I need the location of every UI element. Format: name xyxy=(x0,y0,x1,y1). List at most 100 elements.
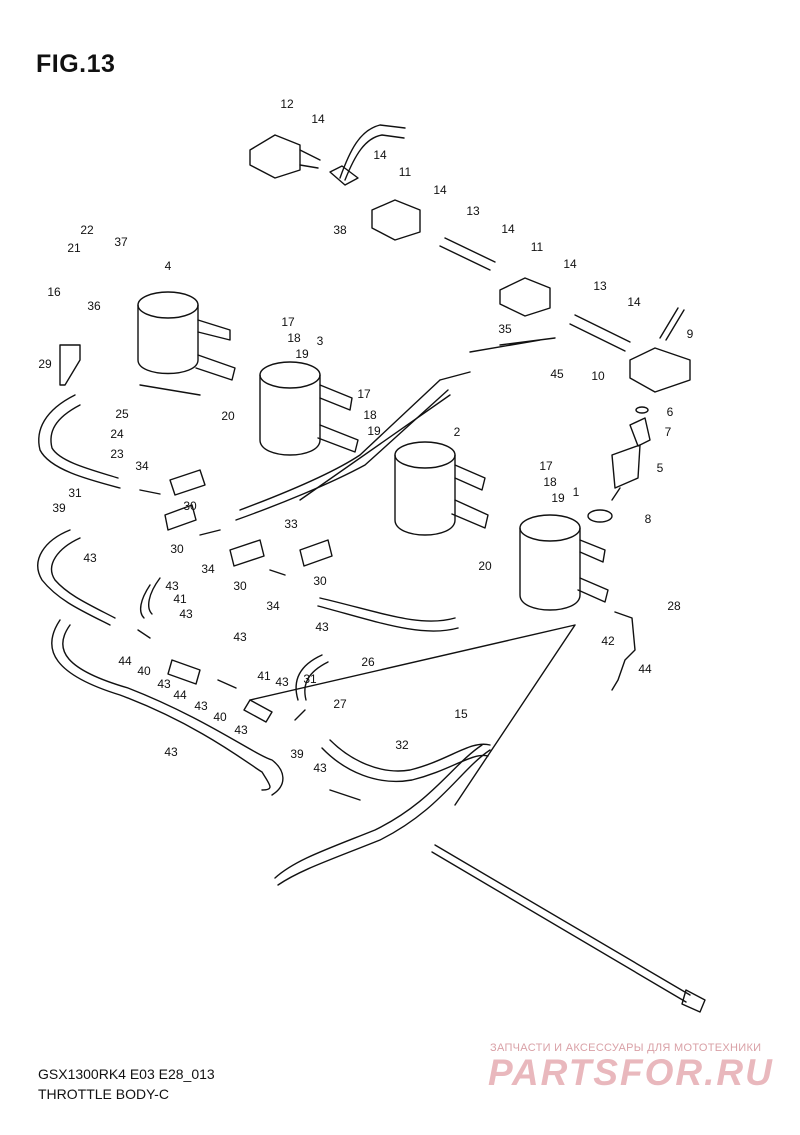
callout-21: 21 xyxy=(67,241,81,255)
callout-39: 39 xyxy=(52,501,66,515)
fuel-pipe-assembly xyxy=(249,124,691,393)
callout-20: 20 xyxy=(221,409,235,423)
callout-42: 42 xyxy=(601,634,615,648)
callout-7: 7 xyxy=(665,425,672,439)
callout-27: 27 xyxy=(333,697,347,711)
callout-24: 24 xyxy=(110,427,124,441)
callout-30: 30 xyxy=(313,574,327,588)
callout-6: 6 xyxy=(667,405,674,419)
callout-39: 39 xyxy=(290,747,304,761)
linkage-rod xyxy=(299,337,556,501)
callout-43: 43 xyxy=(315,620,329,634)
watermark-brand: PARTSFOR.RU xyxy=(488,1052,774,1093)
callout-31: 31 xyxy=(303,672,317,686)
callout-43: 43 xyxy=(165,579,179,593)
bracket-29 xyxy=(59,344,81,386)
figure-title: FIG.13 xyxy=(36,50,116,78)
callout-43: 43 xyxy=(194,699,208,713)
callout-34: 34 xyxy=(135,459,149,473)
callout-1: 1 xyxy=(573,485,580,499)
callout-18: 18 xyxy=(543,475,557,489)
throttle-body-2 xyxy=(394,441,489,536)
callout-43: 43 xyxy=(275,675,289,689)
callout-12: 12 xyxy=(280,97,294,111)
callout-18: 18 xyxy=(363,408,377,422)
callout-13: 13 xyxy=(593,279,607,293)
callout-19: 19 xyxy=(295,347,309,361)
callout-14: 14 xyxy=(627,295,641,309)
callout-30: 30 xyxy=(170,542,184,556)
callout-19: 19 xyxy=(551,491,565,505)
callout-37: 37 xyxy=(114,235,128,249)
section-name: THROTTLE BODY-C xyxy=(38,1086,169,1102)
callout-34: 34 xyxy=(266,599,280,613)
base-plane-outline xyxy=(249,624,576,806)
injector-parts xyxy=(587,406,651,523)
callout-44: 44 xyxy=(173,688,187,702)
callout-22: 22 xyxy=(80,223,94,237)
callout-10: 10 xyxy=(591,369,605,383)
callout-19: 19 xyxy=(367,424,381,438)
callout-28: 28 xyxy=(667,599,681,613)
callout-9: 9 xyxy=(687,327,694,341)
callout-8: 8 xyxy=(645,512,652,526)
callout-34: 34 xyxy=(201,562,215,576)
callout-31: 31 xyxy=(68,486,82,500)
throttle-body-4 xyxy=(137,291,236,396)
sensor-wire xyxy=(611,611,636,691)
callout-15: 15 xyxy=(454,707,468,721)
callout-43: 43 xyxy=(313,761,327,775)
callout-4: 4 xyxy=(165,259,172,273)
callout-43: 43 xyxy=(164,745,178,759)
callout-40: 40 xyxy=(213,710,227,724)
callout-30: 30 xyxy=(233,579,247,593)
callout-43: 43 xyxy=(233,630,247,644)
callout-17: 17 xyxy=(357,387,371,401)
callout-14: 14 xyxy=(563,257,577,271)
long-bolt xyxy=(431,844,706,1013)
callout-14: 14 xyxy=(373,148,387,162)
vacuum-hoses xyxy=(37,379,491,886)
small-fittings xyxy=(137,469,333,723)
callout-33: 33 xyxy=(284,517,298,531)
watermark-tagline: ЗАПЧАСТИ И АКСЕССУАРЫ ДЛЯ МОТОТЕХНИКИ xyxy=(490,1042,762,1054)
callout-26: 26 xyxy=(361,655,375,669)
callout-18: 18 xyxy=(287,331,301,345)
callout-44: 44 xyxy=(118,654,132,668)
callout-43: 43 xyxy=(157,677,171,691)
callout-38: 38 xyxy=(333,223,347,237)
callout-2: 2 xyxy=(454,425,461,439)
callout-25: 25 xyxy=(115,407,129,421)
callout-17: 17 xyxy=(539,459,553,473)
callout-40: 40 xyxy=(137,664,151,678)
callout-13: 13 xyxy=(466,204,480,218)
callout-30: 30 xyxy=(183,499,197,513)
callout-14: 14 xyxy=(311,112,325,126)
callout-43: 43 xyxy=(83,551,97,565)
model-code: GSX1300RK4 E03 E28_013 xyxy=(38,1066,215,1082)
callout-43: 43 xyxy=(234,723,248,737)
callout-17: 17 xyxy=(281,315,295,329)
callout-14: 14 xyxy=(433,183,447,197)
callout-16: 16 xyxy=(47,285,61,299)
callout-41: 41 xyxy=(173,592,187,606)
callout-44: 44 xyxy=(638,662,652,676)
callout-43: 43 xyxy=(179,607,193,621)
callout-11: 11 xyxy=(399,165,412,179)
callout-11: 11 xyxy=(531,240,544,254)
callout-41: 41 xyxy=(257,669,271,683)
throttle-body-1 xyxy=(519,514,609,611)
callout-29: 29 xyxy=(38,357,52,371)
callout-5: 5 xyxy=(657,461,664,475)
callout-14: 14 xyxy=(501,222,515,236)
callout-45: 45 xyxy=(550,367,564,381)
callout-32: 32 xyxy=(395,738,409,752)
callout-23: 23 xyxy=(110,447,124,461)
callout-36: 36 xyxy=(87,299,101,313)
callout-20: 20 xyxy=(478,559,492,573)
callout-35: 35 xyxy=(498,322,512,336)
callout-3: 3 xyxy=(317,334,324,348)
throttle-body-3 xyxy=(259,361,359,456)
